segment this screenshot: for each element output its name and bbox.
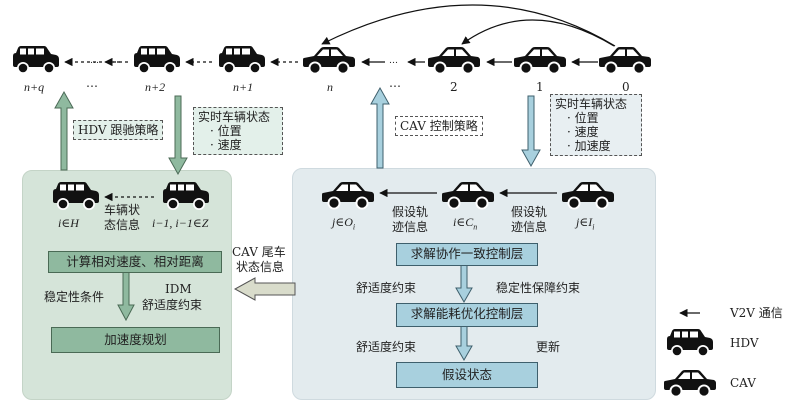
legend-hdv-label: HDV [730, 336, 759, 350]
state-title: 实时车辆状态 [198, 110, 271, 124]
hdv-flow-arrow [117, 271, 135, 322]
state-item: · 加速度 [567, 139, 611, 153]
vehicle-label: 1 [536, 80, 544, 94]
trajectory-info-label: 假设轨 [511, 205, 548, 219]
cav-vehicle-icon [303, 47, 355, 75]
vehicle-label: 2 [450, 80, 458, 94]
ellipsis-label: … [86, 76, 98, 90]
cav-state-callout: 实时车辆状态 · 位置 · 速度 · 加速度 [550, 94, 642, 156]
trajectory-info-label: 假设轨 [392, 205, 429, 219]
hdv-vehicle-icon [13, 46, 59, 74]
acceleration-planning-box: 加速度规划 [51, 327, 220, 353]
state-title: 实时车辆状态 [555, 97, 628, 111]
preceding-vehicle-label: i−1, i−1∈Z [152, 216, 209, 230]
consensus-control-layer-box: 求解协作一致控制层 [396, 243, 538, 266]
vehicle-label: n+2 [145, 80, 166, 94]
state-item: · 速度 [567, 125, 599, 139]
stability-guarantee-label: 稳定性保障约束 [496, 281, 581, 295]
comfort-constraint-label: 舒适度约束 [356, 340, 417, 354]
hdv-strategy-up-arrow [54, 90, 74, 171]
trajectory-info-label: 迹信息 [511, 220, 548, 234]
cav-vehicle-icon [514, 47, 566, 75]
hdv-state-callout: 实时车辆状态 · 位置 · 速度 [193, 107, 283, 155]
energy-optimization-layer-box: 求解能耗优化控制层 [396, 303, 538, 327]
cav-vehicle-set-label: i∈Cn [453, 215, 478, 232]
vehicle-label: n [327, 80, 333, 94]
hdv-strategy-text: HDV 跟驰策略 [78, 123, 159, 137]
cav-tail-label: 状态信息 [236, 260, 285, 274]
state-item: · 位置 [567, 111, 599, 125]
hdv-vehicle-icon [219, 46, 265, 74]
assumed-state-box: 假设状态 [396, 362, 538, 388]
vehicle-label: n+1 [233, 80, 254, 94]
hdv-vehicle-icon [134, 46, 180, 74]
cav-flow-arrow [455, 264, 473, 304]
cav-vehicle-set-label: j∈Ii [576, 215, 595, 232]
legend-cav-label: CAV [730, 376, 756, 390]
trajectory-info-label: 迹信息 [392, 220, 429, 234]
compute-relative-box: 计算相对速度、相对距离 [48, 251, 222, 273]
cav-vehicle-icon [322, 182, 374, 210]
legend-hdv-icon [667, 329, 713, 357]
cav-tail-info-arrow [233, 277, 296, 301]
v2v-short-arc-arrow [461, 19, 615, 47]
cav-strategy-text: CAV 控制策略 [400, 119, 478, 133]
cav-vehicle-icon [428, 47, 480, 75]
vehicle-label: 0 [622, 80, 630, 94]
legend-v2v-label: V2V 通信 [730, 306, 783, 320]
vehicle-state-info-label: 态信息 [104, 218, 141, 232]
cav-vehicle-icon [442, 182, 494, 210]
cav-tail-label: CAV 尾车 [232, 245, 286, 259]
stability-condition-label: 稳定性条件 [44, 290, 105, 304]
comfort-constraint-label: 舒适度约束 [142, 298, 203, 312]
inline-ellipsis: … [90, 56, 99, 66]
cav-vehicle-icon [599, 47, 651, 75]
cav-strategy-callout: CAV 控制策略 [395, 116, 483, 136]
ellipsis-label: … [389, 76, 401, 90]
hdv-state-down-arrow [168, 95, 188, 176]
hdv-vehicle-set-label: i∈H [58, 216, 79, 230]
update-label: 更新 [536, 340, 561, 354]
comfort-constraint-label: 舒适度约束 [356, 281, 417, 295]
vehicle-label: n+q [24, 80, 45, 94]
v2v-long-arc-arrow [321, 4, 616, 47]
cav-strategy-up-arrow [370, 86, 390, 169]
legend-cav-icon [664, 370, 716, 398]
hdv-vehicle-icon [163, 182, 209, 210]
hdv-strategy-callout: HDV 跟驰策略 [73, 120, 164, 140]
inline-ellipsis: … [389, 56, 398, 66]
cav-flow-arrow [455, 325, 473, 362]
idm-label: IDM [165, 282, 192, 296]
cav-panel [292, 168, 656, 400]
vehicle-state-info-label: 车辆状 [104, 203, 141, 217]
hdv-vehicle-icon [53, 182, 99, 210]
cav-vehicle-set-label: j∈Oi [332, 215, 356, 232]
cav-state-down-arrow [521, 95, 541, 168]
state-item: · 位置 [210, 124, 242, 138]
state-item: · 速度 [210, 138, 242, 152]
cav-vehicle-icon [562, 182, 614, 210]
